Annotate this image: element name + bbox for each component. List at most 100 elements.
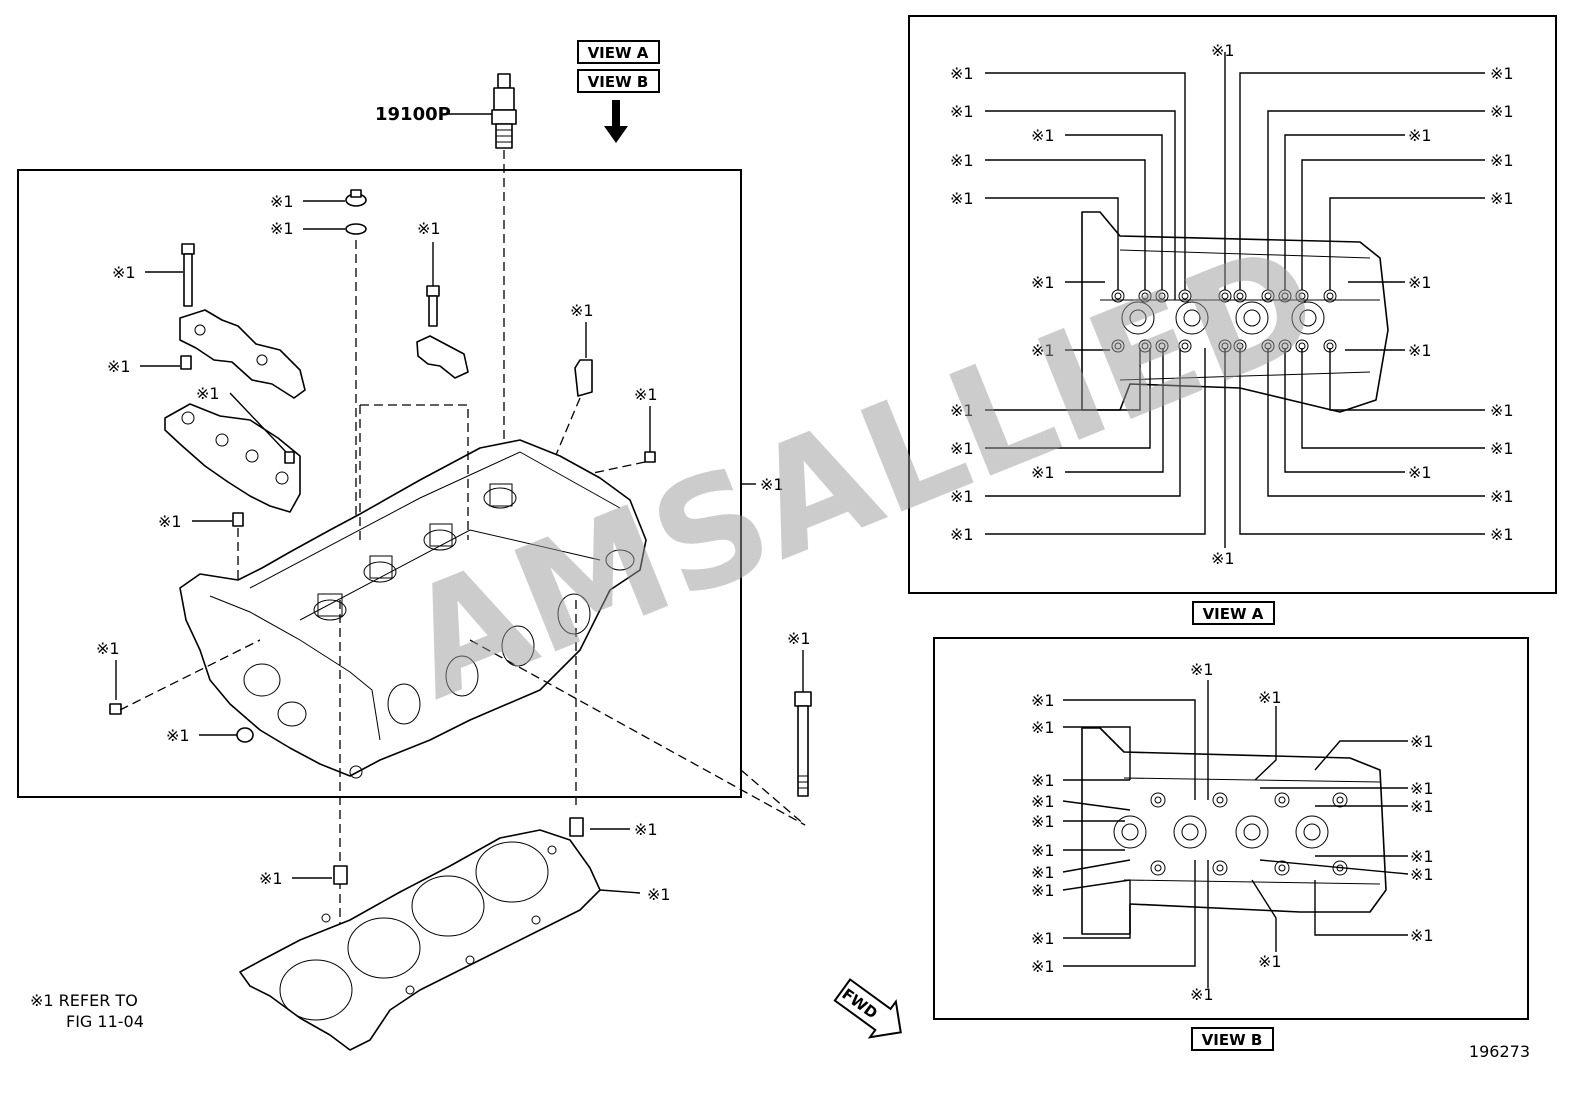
bolt-head (1298, 292, 1306, 300)
view-a-caption: VIEW A (1203, 605, 1264, 623)
bolt-head (1336, 796, 1344, 804)
view-b-frame (933, 637, 1529, 1020)
callout-label: ※1 (1408, 463, 1432, 482)
plug-lower-left: ※1 (166, 726, 254, 745)
callout-label: ※1 (1490, 189, 1514, 208)
callout-label: ※1 (96, 639, 120, 658)
head-bolt: ※1 (469, 629, 812, 826)
callout-label: ※1 (950, 487, 974, 506)
bolt-head (1278, 796, 1286, 804)
note-line-2: FIG 11-04 (66, 1012, 144, 1031)
callout-label: ※1 (112, 263, 136, 282)
dowel-pin-lower-left: ※1 (96, 639, 261, 715)
bolt-hole (1295, 815, 1329, 849)
dowel-pin-gasket-right: ※1 (569, 817, 658, 839)
bolt-head (1281, 292, 1289, 300)
callout-label: ※1 (417, 219, 441, 238)
bolt-hole (1150, 860, 1166, 876)
callout-label: ※1 (950, 151, 974, 170)
bolt-head (1221, 292, 1229, 300)
bolt-head (1303, 823, 1321, 841)
bolt-head (1158, 342, 1166, 350)
bolt-head (1326, 292, 1334, 300)
bolt-hole (1121, 301, 1155, 335)
bolt-head (1141, 292, 1149, 300)
callout-label: ※1 (1408, 273, 1432, 292)
dowel-pin-gasket-left: ※1 (259, 865, 348, 888)
bolt-hole (1111, 339, 1125, 353)
bolt-head (1181, 342, 1189, 350)
view-a-leaders (985, 52, 1485, 548)
callout-label: ※1 (107, 357, 131, 376)
view-b-tag: VIEW B (588, 73, 649, 91)
callout-label: ※1 (1258, 952, 1282, 971)
callout-label: ※1 (1490, 401, 1514, 420)
bolt-hole (1150, 792, 1166, 808)
bolt-head (1181, 292, 1189, 300)
fwd-arrow: FWD (833, 978, 902, 1039)
bolt-head (1181, 823, 1199, 841)
camshaft-cap-small: ※1 (416, 219, 469, 379)
bolt-head (1243, 309, 1261, 327)
callout-label: ※1 (570, 301, 594, 320)
callout-label: ※1 (1211, 549, 1235, 568)
bolt-head (1299, 309, 1317, 327)
bolt-hole (1212, 860, 1228, 876)
camshaft-housing: ※1 (164, 384, 301, 513)
callout-label: ※1 (1031, 126, 1055, 145)
callout-label: ※1 (1410, 865, 1434, 884)
view-b-callouts: ※1 ※1 ※1 ※1 ※1 ※1 ※1 ※1 ※1 ※1 ※1 ※1 ※1 ※… (1031, 660, 1434, 1004)
bolt-head (1236, 292, 1244, 300)
callout-label: ※1 (950, 102, 974, 121)
bolt-hole (1291, 301, 1325, 335)
bolt-hole (1175, 301, 1209, 335)
view-a-tag: VIEW A (588, 44, 649, 62)
callout-label: ※1 (1410, 797, 1434, 816)
cam-housing-bolt: ※1 (112, 243, 195, 307)
callout-label: ※1 (1410, 926, 1434, 945)
callout-label: ※1 (1031, 341, 1055, 360)
bolt-hole (1235, 815, 1269, 849)
callout-label: ※1 (1211, 41, 1235, 60)
diagram-number: 196273 (1469, 1042, 1530, 1061)
callout-label: ※1 (1031, 957, 1055, 976)
callout-label: ※1 (1031, 771, 1055, 790)
view-b-caption: VIEW B (1202, 1031, 1263, 1049)
bolt-hole (1212, 792, 1228, 808)
callout-label: ※1 (196, 384, 220, 403)
callout-label: ※1 (1031, 929, 1055, 948)
callout-label: ※1 (1490, 64, 1514, 83)
bolt-head (1264, 292, 1272, 300)
view-tags-top: VIEW A VIEW B (577, 40, 660, 143)
bolt-head (1216, 796, 1224, 804)
callout-label: ※1 (950, 439, 974, 458)
callout-label: ※1 (1490, 487, 1514, 506)
cam-bearing-cap-upper (179, 309, 306, 399)
callout-label: ※1 (647, 885, 671, 904)
bolt-hole (1274, 792, 1290, 808)
view-a-tag-box: VIEW A (1192, 601, 1275, 625)
dowel-pin-center: ※1 (158, 512, 244, 600)
bolt-head (1216, 864, 1224, 872)
bolt-head (1129, 309, 1147, 327)
view-a-head (1081, 211, 1389, 413)
view-arrow-icon (604, 100, 628, 143)
callout-label: ※1 (270, 192, 294, 211)
callout-label: ※1 (1410, 732, 1434, 751)
callout-label: ※1 (1031, 881, 1055, 900)
view-a-frame (908, 15, 1557, 594)
head-gasket: ※1 (239, 829, 671, 1051)
callout-label: ※1 (1410, 779, 1434, 798)
bolt-hole (1332, 792, 1348, 808)
callout-label: ※1 (1031, 718, 1055, 737)
callout-label: ※1 (1408, 126, 1432, 145)
bolt-hole (1235, 301, 1269, 335)
bolt-head (1158, 292, 1166, 300)
callout-label: ※1 (760, 475, 784, 494)
callout-label: ※1 (1190, 660, 1214, 679)
bolt-head (1243, 823, 1261, 841)
bolt-head (1154, 796, 1162, 804)
callout-label: ※1 (1031, 691, 1055, 710)
callout-label: ※1 (259, 869, 283, 888)
bolt-head (1278, 864, 1286, 872)
